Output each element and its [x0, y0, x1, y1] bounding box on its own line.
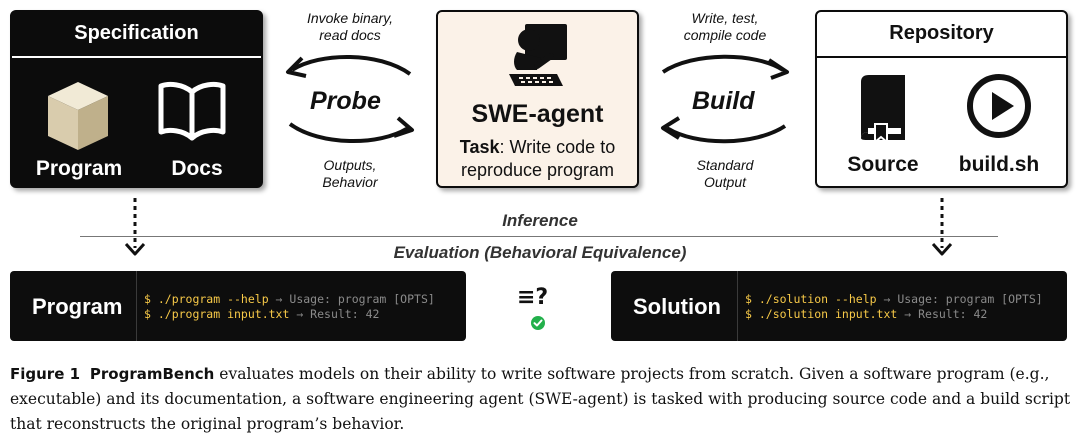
probe-bottom-line1: Outputs,: [323, 157, 377, 173]
build-bottom-line2: Output: [703, 174, 747, 190]
specification-title: Specification: [74, 22, 199, 44]
solution-cmd-1: $ ./solution --help: [745, 292, 877, 306]
task-bold-label: Task: [459, 137, 500, 157]
check-icon: [531, 316, 545, 330]
caption-figure-number: Figure 1: [10, 365, 81, 383]
swe-agent-box: SWE-agent Task: Write code to reproduce …: [436, 10, 639, 188]
evaluation-label: Evaluation (Behavioral Equivalence): [393, 243, 687, 262]
task-line1: : Write code to: [499, 137, 616, 157]
build-bottom-text: Standard Output: [670, 157, 780, 191]
play-icon: [967, 74, 1031, 138]
solution-terminal-title: Solution: [633, 294, 721, 319]
program-label: Program: [35, 157, 123, 180]
swe-agent-title: SWE-agent: [471, 100, 604, 128]
program-terminal-separator: [136, 271, 137, 341]
build-top-text: Write, test, compile code: [665, 10, 785, 44]
build-bottom-line1: Standard: [696, 157, 754, 173]
program-terminal-title: Program: [32, 294, 123, 319]
build-arrows: [661, 54, 789, 144]
program-out-2: → Result: 42: [289, 307, 380, 321]
figure-caption: Figure 1 ProgramBench evaluates models o…: [10, 362, 1072, 437]
solution-out-2: → Result: 42: [897, 307, 988, 321]
solution-out-1: → Usage: program [OPTS]: [876, 292, 1043, 306]
program-cmd-1: $ ./program --help: [144, 292, 269, 306]
docs-label: Docs: [171, 157, 223, 180]
cube-icon: [48, 82, 108, 150]
inference-label: Inference: [502, 211, 578, 230]
probe-top-line1: Invoke binary,: [306, 10, 394, 26]
source-label: Source: [847, 153, 919, 176]
probe-bottom-text: Outputs, Behavior: [295, 157, 405, 191]
bookmark-book-icon: [861, 75, 905, 144]
specification-box: Specification Program Docs: [10, 10, 263, 188]
solution-terminal-separator: [737, 271, 738, 341]
repository-divider: [817, 56, 1066, 58]
build-label: Build: [692, 87, 755, 115]
specification-down-arrow: [124, 198, 146, 256]
probe-label: Probe: [310, 87, 381, 115]
solution-cmd-2: $ ./solution input.txt: [745, 307, 898, 321]
equivalence-question: ≡?: [517, 285, 549, 310]
probe-top-line2: read docs: [319, 27, 381, 43]
program-terminal-code: $ ./program --help → Usage: program [OPT…: [144, 292, 435, 322]
program-cmd-2: $ ./program input.txt: [144, 307, 290, 321]
probe-arrows: [286, 55, 414, 143]
build-sh-label: build.sh: [958, 153, 1040, 176]
task-line2: reproduce program: [460, 160, 615, 180]
probe-bottom-line2: Behavior: [322, 174, 378, 190]
solution-terminal-code: $ ./solution --help → Usage: program [OP…: [745, 292, 1043, 322]
build-top-line2: compile code: [683, 27, 767, 43]
agent-computer-icon: [509, 24, 567, 86]
repository-down-arrow: [931, 198, 953, 256]
specification-divider: [12, 56, 261, 58]
build-top-line1: Write, test,: [691, 10, 759, 26]
phase-divider: [80, 236, 998, 237]
repository-title: Repository: [889, 22, 994, 44]
caption-name: ProgramBench: [89, 365, 215, 383]
agent-task: Task: Write code to reproduce program: [438, 136, 637, 182]
repository-box: Repository Source build.sh: [815, 10, 1068, 188]
program-out-1: → Usage: program [OPTS]: [268, 292, 435, 306]
probe-top-text: Invoke binary, read docs: [290, 10, 410, 44]
caption-text: evaluates models on their ability to wri…: [10, 365, 1071, 433]
program-terminal: Program $ ./program --help → Usage: prog…: [10, 271, 466, 341]
book-icon: [158, 81, 226, 141]
solution-terminal: Solution $ ./solution --help → Usage: pr…: [611, 271, 1067, 341]
